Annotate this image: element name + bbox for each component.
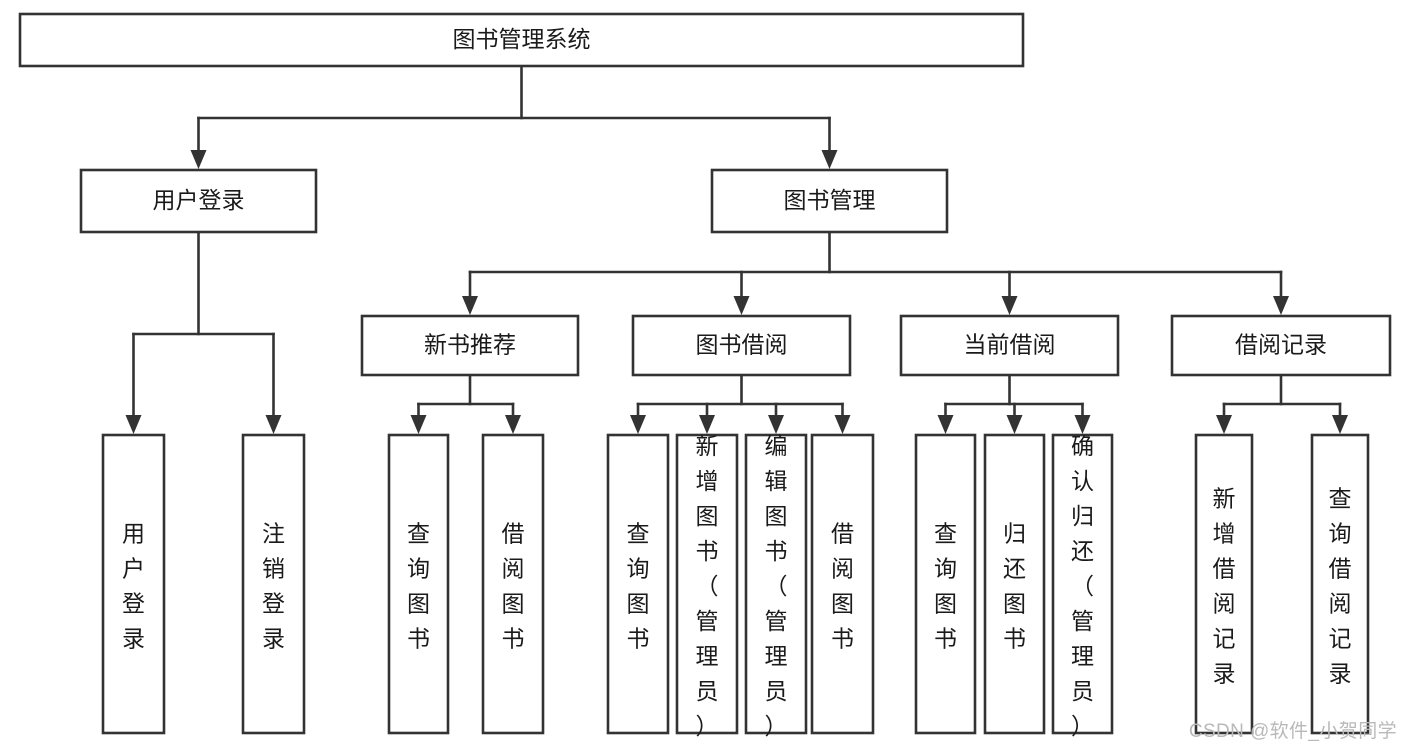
node-box-root bbox=[18, 12, 1025, 68]
arrow-head-leaf-6 bbox=[699, 415, 715, 434]
node-leaf-7[interactable]: 编辑图书（管理员） bbox=[744, 433, 808, 739]
node-label-bookmgmt: 图书管理 bbox=[784, 187, 876, 213]
node-label-current: 当前借阅 bbox=[964, 332, 1056, 358]
node-label-borrow: 图书借阅 bbox=[696, 332, 788, 358]
node-newbook[interactable]: 新书推荐 bbox=[360, 314, 580, 377]
node-box-records bbox=[1170, 314, 1392, 377]
node-box-bookmgmt bbox=[710, 168, 949, 234]
node-box-current bbox=[899, 314, 1120, 377]
arrow-head-leaf-2 bbox=[265, 415, 282, 434]
arrow-head-borrow bbox=[733, 296, 750, 315]
node-box-leaf-13 bbox=[1310, 433, 1370, 735]
arrow-head-leaf-7 bbox=[768, 415, 784, 434]
arrow-head-bookmgmt bbox=[821, 150, 838, 169]
arrow-head-login bbox=[190, 150, 207, 169]
nodes-layer: 图书管理系统用户登录图书管理新书推荐图书借阅当前借阅借阅记录用户登录注销登录查询… bbox=[18, 12, 1392, 739]
arrow-head-leaf-8 bbox=[834, 415, 851, 434]
node-current[interactable]: 当前借阅 bbox=[899, 314, 1120, 377]
node-box-leaf-5 bbox=[606, 433, 670, 735]
arrow-head-leaf-3 bbox=[410, 415, 427, 434]
node-label-leaf-12: 新增借阅记录 bbox=[1213, 485, 1236, 686]
node-label-leaf-11: 确认归还（管理员） bbox=[1071, 433, 1094, 739]
node-label-leaf-10: 归还图书 bbox=[1003, 520, 1026, 651]
node-label-leaf-4: 借阅图书 bbox=[502, 520, 525, 651]
node-records[interactable]: 借阅记录 bbox=[1170, 314, 1392, 377]
node-label-leaf-2: 注销登录 bbox=[262, 520, 285, 651]
node-box-leaf-1 bbox=[101, 433, 166, 735]
node-leaf-2[interactable]: 注销登录 bbox=[241, 433, 306, 735]
node-box-login bbox=[79, 168, 318, 234]
node-label-leaf-1: 用户登录 bbox=[122, 520, 145, 651]
node-label-login: 用户登录 bbox=[153, 187, 245, 213]
node-box-leaf-9 bbox=[914, 433, 977, 735]
node-label-leaf-5: 查询图书 bbox=[627, 520, 650, 651]
arrow-head-current bbox=[1001, 296, 1018, 315]
node-root[interactable]: 图书管理系统 bbox=[18, 12, 1025, 68]
node-leaf-6[interactable]: 新增图书（管理员） bbox=[675, 433, 739, 739]
node-label-leaf-8: 借阅图书 bbox=[831, 520, 854, 651]
node-label-leaf-3: 查询图书 bbox=[407, 520, 430, 651]
node-leaf-3[interactable]: 查询图书 bbox=[387, 433, 450, 735]
arrow-head-leaf-13 bbox=[1332, 415, 1348, 434]
node-leaf-11[interactable]: 确认归还（管理员） bbox=[1051, 433, 1114, 739]
arrow-head-leaf-1 bbox=[125, 415, 142, 434]
node-leaf-10[interactable]: 归还图书 bbox=[983, 433, 1046, 735]
node-box-leaf-6 bbox=[675, 433, 739, 735]
edges-layer bbox=[125, 64, 1348, 434]
node-box-leaf-2 bbox=[241, 433, 306, 735]
node-box-leaf-10 bbox=[983, 433, 1046, 735]
node-label-root: 图书管理系统 bbox=[453, 26, 591, 52]
node-box-leaf-3 bbox=[387, 433, 450, 735]
node-leaf-5[interactable]: 查询图书 bbox=[606, 433, 670, 735]
node-leaf-13[interactable]: 查询借阅记录 bbox=[1310, 433, 1370, 735]
arrow-head-leaf-12 bbox=[1216, 415, 1232, 434]
arrow-head-newbook bbox=[462, 296, 478, 315]
node-box-leaf-7 bbox=[744, 433, 808, 735]
arrow-head-leaf-9 bbox=[937, 415, 954, 434]
node-box-borrow bbox=[631, 314, 852, 377]
node-leaf-4[interactable]: 借阅图书 bbox=[481, 433, 545, 735]
node-box-leaf-11 bbox=[1051, 433, 1114, 735]
node-leaf-8[interactable]: 借阅图书 bbox=[810, 433, 875, 735]
node-box-newbook bbox=[360, 314, 580, 377]
arrow-head-records bbox=[1273, 296, 1289, 315]
arrow-head-leaf-10 bbox=[1006, 415, 1023, 434]
node-label-leaf-13: 查询借阅记录 bbox=[1329, 485, 1352, 686]
node-box-leaf-12 bbox=[1194, 433, 1254, 735]
arrow-head-leaf-11 bbox=[1074, 415, 1091, 434]
arrow-head-leaf-4 bbox=[505, 415, 521, 434]
node-leaf-12[interactable]: 新增借阅记录 bbox=[1194, 433, 1254, 735]
node-leaf-1[interactable]: 用户登录 bbox=[101, 433, 166, 735]
node-label-newbook: 新书推荐 bbox=[424, 332, 516, 358]
node-box-leaf-4 bbox=[481, 433, 545, 735]
arrow-head-leaf-5 bbox=[630, 415, 646, 434]
node-leaf-9[interactable]: 查询图书 bbox=[914, 433, 977, 735]
node-borrow[interactable]: 图书借阅 bbox=[631, 314, 852, 377]
node-label-records: 借阅记录 bbox=[1235, 332, 1327, 358]
node-label-leaf-6: 新增图书（管理员） bbox=[696, 433, 719, 739]
node-label-leaf-7: 编辑图书（管理员） bbox=[765, 433, 788, 739]
node-box-leaf-8 bbox=[810, 433, 875, 735]
node-label-leaf-9: 查询图书 bbox=[934, 520, 957, 651]
node-bookmgmt[interactable]: 图书管理 bbox=[710, 168, 949, 234]
node-login[interactable]: 用户登录 bbox=[79, 168, 318, 234]
